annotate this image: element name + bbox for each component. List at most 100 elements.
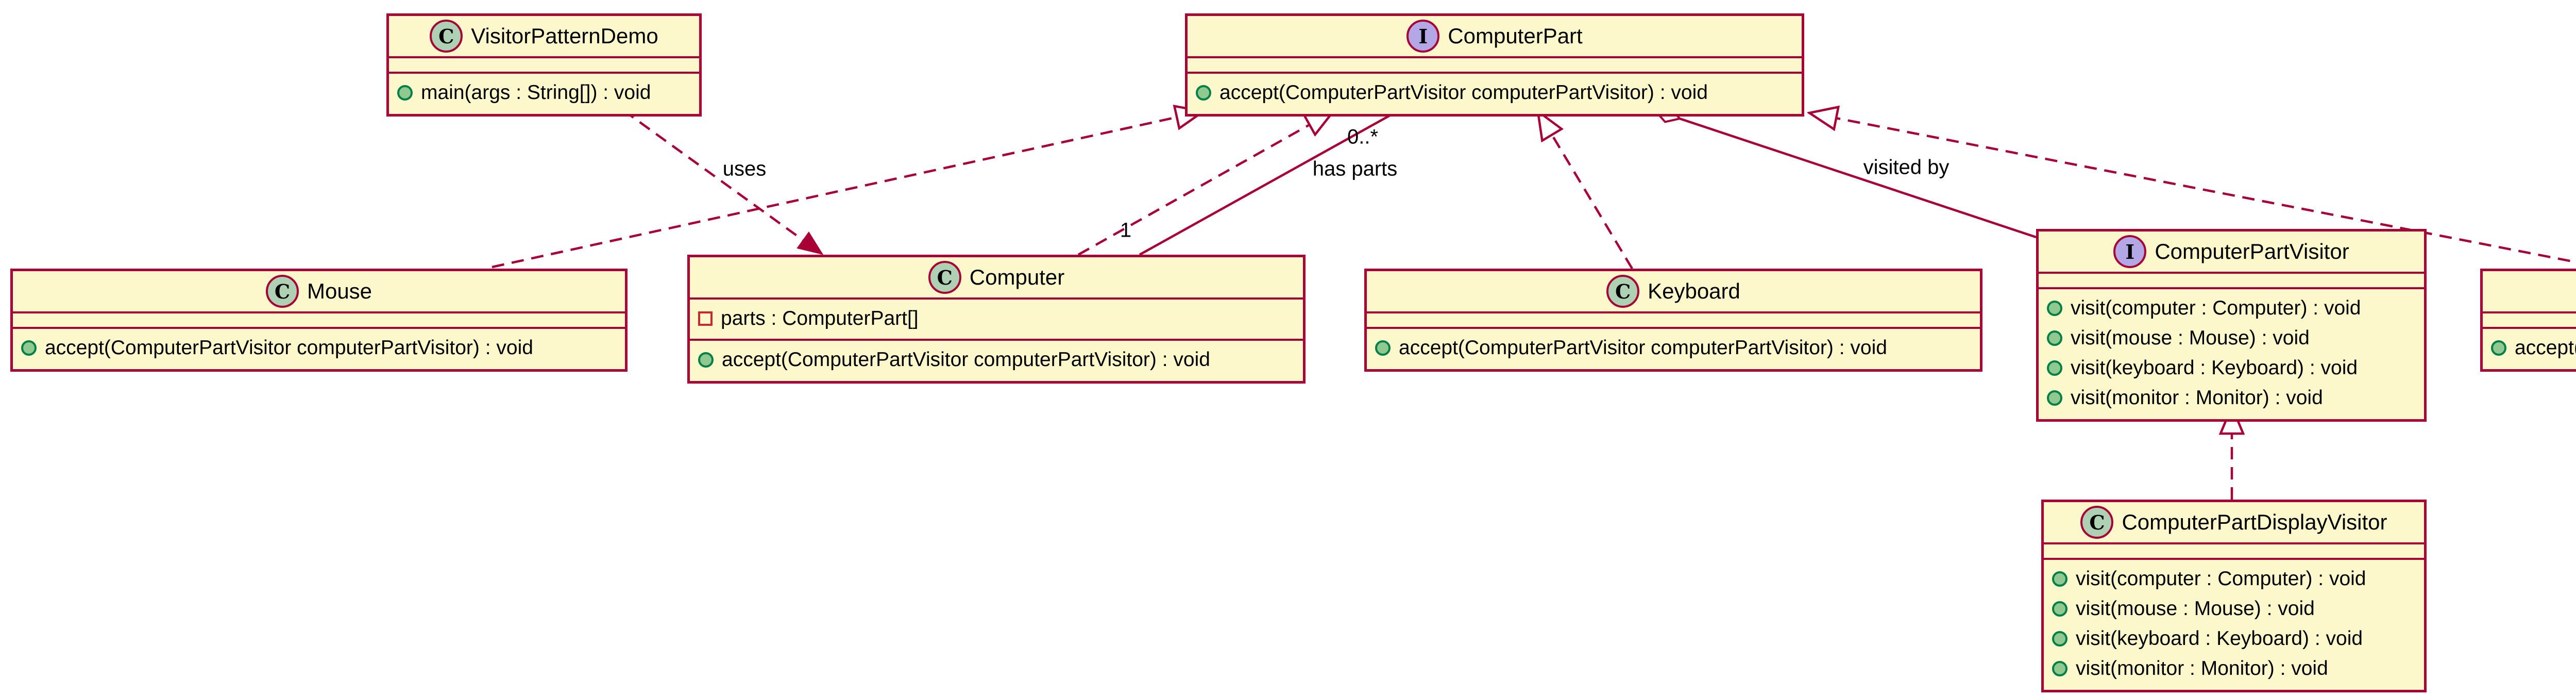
public-method-icon	[698, 352, 714, 368]
methods-compartment: accept(ComputerPartVisitor computerPartV…	[690, 341, 1303, 381]
class-stereotype-icon: C	[430, 20, 463, 53]
private-field-icon	[698, 311, 713, 326]
edge-monitor-implements-computerpart	[1809, 113, 2576, 263]
method-row: visit(monitor : Monitor) : void	[2052, 654, 2416, 684]
public-method-icon	[2052, 631, 2067, 647]
class-box-monitor: C Monitor accept(ComputerPartVisitor com…	[2480, 269, 2576, 372]
class-stereotype-icon: C	[265, 275, 299, 308]
public-method-icon	[1196, 85, 1211, 101]
method-row: accept(ComputerPartVisitor computerPartV…	[1375, 333, 1972, 363]
class-box-computer: C Computer parts : ComputerPart[] accept…	[687, 255, 1306, 384]
methods-compartment: visit(computer : Computer) : void visit(…	[2039, 289, 2424, 419]
edge-label-multiplicity-1: 1	[1120, 219, 1132, 242]
fields-compartment	[13, 311, 625, 329]
class-stereotype-icon: C	[1606, 275, 1640, 308]
methods-compartment: accept(ComputerPartVisitor computerPartV…	[1188, 74, 1802, 114]
method-signature: accept(ComputerPartVisitor computerPartV…	[45, 337, 533, 359]
public-method-icon	[2052, 571, 2067, 587]
public-method-icon	[2047, 360, 2062, 376]
method-signature: visit(monitor : Monitor) : void	[2076, 657, 2328, 680]
fields-compartment	[2039, 272, 2424, 289]
method-signature: accept(ComputerPartVisitor computerPartV…	[1219, 81, 1708, 104]
class-name: Mouse	[307, 279, 372, 303]
fields-compartment	[2483, 311, 2576, 329]
method-signature: visit(computer : Computer) : void	[2076, 568, 2366, 590]
edge-mouse-implements-computerpart	[492, 111, 1204, 269]
edge-uses-dependency	[622, 109, 824, 255]
edge-label-multiplicity-0-many: 0..*	[1347, 125, 1379, 148]
methods-compartment: visit(computer : Computer) : void visit(…	[2044, 560, 2424, 690]
method-row: main(args : String[]) : void	[397, 78, 691, 108]
public-method-icon	[21, 340, 37, 356]
class-header: I ComputerPart	[1188, 16, 1802, 56]
methods-compartment: main(args : String[]) : void	[389, 74, 699, 114]
methods-compartment: accept(ComputerPartVisitor computerPartV…	[2483, 329, 2576, 369]
public-method-icon	[1375, 340, 1391, 356]
edge-visited-by-association	[1655, 110, 2037, 239]
method-signature: visit(computer : Computer) : void	[2071, 297, 2361, 319]
method-signature: visit(monitor : Monitor) : void	[2071, 387, 2323, 409]
class-header: C ComputerPartDisplayVisitor	[2044, 502, 2424, 542]
public-method-icon	[2047, 330, 2062, 346]
method-row: accept(ComputerPartVisitor computerPartV…	[698, 345, 1295, 375]
method-row: accept(ComputerPartVisitor computerPartV…	[2491, 333, 2576, 363]
method-row: visit(mouse : Mouse) : void	[2052, 594, 2416, 624]
method-row: accept(ComputerPartVisitor computerPartV…	[1196, 78, 1793, 108]
method-row: visit(monitor : Monitor) : void	[2047, 383, 2416, 413]
edge-label-has-parts: has parts	[1312, 157, 1398, 180]
class-box-computerpartdisplayvisitor: C ComputerPartDisplayVisitor visit(compu…	[2041, 500, 2427, 692]
class-stereotype-icon: C	[928, 261, 961, 294]
fields-compartment	[1188, 56, 1802, 74]
class-header: C Monitor	[2483, 271, 2576, 311]
class-name: ComputerPartVisitor	[2155, 239, 2349, 263]
class-box-mouse: C Mouse accept(ComputerPartVisitor compu…	[10, 269, 628, 372]
edge-computer-implements-computerpart	[1077, 111, 1333, 256]
methods-compartment: accept(ComputerPartVisitor computerPartV…	[1367, 329, 1980, 369]
interface-stereotype-icon: I	[1406, 20, 1440, 53]
public-method-icon	[2047, 301, 2062, 316]
method-signature: accept(ComputerPartVisitor computerPartV…	[1399, 337, 1887, 359]
field-signature: parts : ComputerPart[]	[721, 307, 919, 329]
method-row: visit(mouse : Mouse) : void	[2047, 323, 2416, 353]
method-signature: accept(ComputerPartVisitor computerPartV…	[2515, 337, 2576, 359]
method-signature: visit(mouse : Mouse) : void	[2076, 598, 2315, 620]
class-box-visitorpatterndemo: C VisitorPatternDemo main(args : String[…	[386, 13, 702, 117]
edge-has-parts-association	[1139, 110, 1398, 256]
public-method-icon	[2052, 661, 2067, 676]
class-header: I ComputerPartVisitor	[2039, 231, 2424, 272]
class-header: C Keyboard	[1367, 271, 1980, 311]
interface-stereotype-icon: I	[2113, 235, 2147, 268]
class-name: VisitorPatternDemo	[471, 24, 658, 48]
method-row: visit(keyboard : Keyboard) : void	[2047, 353, 2416, 383]
class-name: Computer	[969, 265, 1065, 289]
methods-compartment: accept(ComputerPartVisitor computerPartV…	[13, 329, 625, 369]
class-header: C Computer	[690, 257, 1303, 297]
method-row: visit(computer : Computer) : void	[2052, 564, 2416, 594]
edge-label-visited-by: visited by	[1863, 156, 1950, 179]
public-method-icon	[2047, 390, 2062, 406]
edge-label-uses: uses	[722, 157, 767, 180]
method-row: accept(ComputerPartVisitor computerPartV…	[21, 333, 617, 363]
class-box-computerpart: I ComputerPart accept(ComputerPartVisito…	[1185, 13, 1804, 117]
fields-compartment: parts : ComputerPart[]	[690, 297, 1303, 341]
fields-compartment	[2044, 542, 2424, 560]
class-name: ComputerPartDisplayVisitor	[2122, 510, 2387, 534]
class-header: C Mouse	[13, 271, 625, 311]
class-box-keyboard: C Keyboard accept(ComputerPartVisitor co…	[1364, 269, 1982, 372]
edge-keyboard-implements-computerpart	[1538, 111, 1633, 270]
method-signature: visit(mouse : Mouse) : void	[2071, 327, 2310, 349]
fields-compartment	[1367, 311, 1980, 329]
method-signature: main(args : String[]) : void	[421, 81, 651, 104]
public-method-icon	[2491, 340, 2506, 356]
method-row: visit(computer : Computer) : void	[2047, 293, 2416, 323]
class-box-computerpartvisitor: I ComputerPartVisitor visit(computer : C…	[2036, 229, 2427, 422]
field-row: parts : ComputerPart[]	[698, 304, 1295, 334]
method-signature: visit(keyboard : Keyboard) : void	[2076, 627, 2363, 650]
class-stereotype-icon: C	[2080, 506, 2114, 539]
class-header: C VisitorPatternDemo	[389, 16, 699, 56]
fields-compartment	[389, 56, 699, 74]
method-signature: visit(keyboard : Keyboard) : void	[2071, 357, 2358, 379]
public-method-icon	[397, 85, 413, 101]
